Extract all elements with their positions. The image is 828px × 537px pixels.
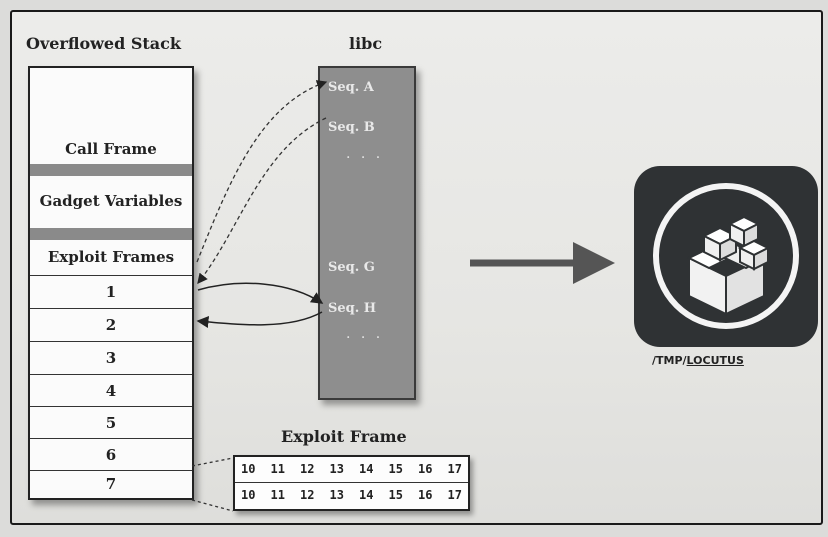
gadget-variables-label: Gadget Variables bbox=[39, 192, 183, 210]
stack-title: Overflowed Stack bbox=[26, 34, 181, 53]
seq-b-label: Seq. B bbox=[328, 120, 375, 135]
box-icon bbox=[653, 183, 799, 329]
exploit-frame-cell: 12 bbox=[300, 462, 315, 476]
libc-block: Seq. A Seq. B . . . Seq. G Seq. H . . . bbox=[318, 66, 416, 400]
exploit-frame-cell: 16 bbox=[418, 462, 433, 476]
exploit-frame-cell: 14 bbox=[359, 462, 374, 476]
app-path-prefix: /TMP/ bbox=[652, 354, 687, 367]
stack-frame-3: 3 bbox=[105, 349, 117, 367]
app-path-name: LOCUTUS bbox=[686, 354, 744, 367]
exploit-frame-cell: 10 bbox=[241, 488, 256, 502]
exploit-frame-cell: 17 bbox=[447, 462, 462, 476]
exploit-frame-cell: 16 bbox=[418, 488, 433, 502]
arrow-from-seq-h bbox=[196, 311, 323, 328]
exploit-frame-cell: 13 bbox=[329, 488, 344, 502]
exploit-frame-table: 10 11 12 13 14 15 16 17 10 11 12 13 14 1… bbox=[233, 455, 470, 511]
exploit-frame-row: 10 11 12 13 14 15 16 17 bbox=[241, 462, 462, 476]
stack-frame-6: 6 bbox=[105, 446, 117, 464]
exploit-frame-cell: 17 bbox=[447, 488, 462, 502]
stack-frame-5: 5 bbox=[105, 414, 117, 432]
cydia-box-icon bbox=[634, 166, 818, 347]
seq-g-label: Seq. G bbox=[328, 260, 375, 275]
stack-separator bbox=[30, 164, 192, 176]
arrow-to-seq-a bbox=[196, 80, 328, 263]
arrow-from-seq-b bbox=[197, 117, 327, 285]
stack-frame-2: 2 bbox=[105, 316, 117, 334]
libc-title: libc bbox=[349, 34, 383, 53]
seq-h-label: Seq. H bbox=[328, 301, 377, 316]
exploit-frame-title: Exploit Frame bbox=[281, 427, 407, 446]
frame-6-link bbox=[191, 457, 234, 467]
libc-ellipsis: . . . bbox=[346, 326, 384, 342]
frame-7-link bbox=[191, 499, 234, 512]
stack-frame-4: 4 bbox=[105, 382, 117, 400]
stack-separator bbox=[30, 228, 192, 240]
exploit-frame-cell: 15 bbox=[388, 488, 403, 502]
call-frame-label: Call Frame bbox=[65, 140, 157, 158]
stack-frame-7: 7 bbox=[105, 475, 117, 493]
exploit-frame-cell: 12 bbox=[300, 488, 315, 502]
exploit-frame-cell: 11 bbox=[270, 462, 285, 476]
exploit-frame-cell: 13 bbox=[329, 462, 344, 476]
exploit-frames-label: Exploit Frames bbox=[47, 248, 175, 266]
arrow-to-seq-h bbox=[197, 282, 324, 304]
exploit-frame-cell: 15 bbox=[388, 462, 403, 476]
stack-frame-1: 1 bbox=[105, 283, 117, 301]
seq-a-label: Seq. A bbox=[328, 80, 374, 95]
exploit-frame-row: 10 11 12 13 14 15 16 17 bbox=[241, 488, 462, 502]
overflowed-stack: Call Frame Gadget Variables Exploit Fram… bbox=[28, 66, 194, 500]
libc-ellipsis: . . . bbox=[346, 146, 384, 162]
exploit-frame-cell: 11 bbox=[270, 488, 285, 502]
app-path-label: /TMP/LOCUTUS bbox=[652, 354, 744, 367]
exploit-frame-cell: 14 bbox=[359, 488, 374, 502]
exploit-frame-cell: 10 bbox=[241, 462, 256, 476]
